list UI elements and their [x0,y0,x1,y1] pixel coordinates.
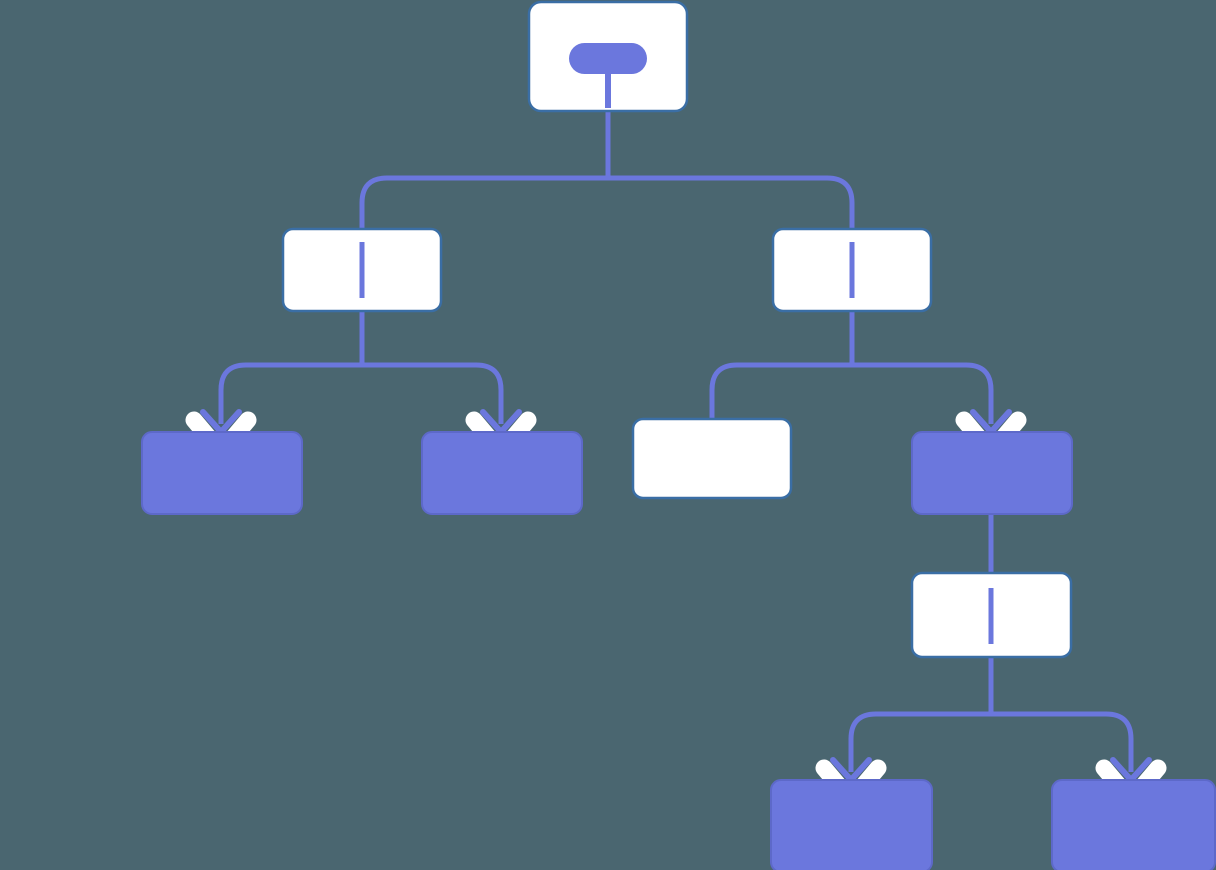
edge-left-bus-to-leaf1 [218,362,362,424]
edge-lower-bus-to-leaf5 [991,711,1134,772]
leaf-node-4[interactable] [770,779,933,870]
edge-lower-bus-to-leaf4 [848,711,991,772]
leaf-node-1[interactable] [141,431,303,515]
connector-layer [218,111,1134,772]
edge-bus-right-arm [608,175,855,229]
edge-bus-left-arm [359,175,608,229]
edge-right-bus-to-terminal [709,362,852,419]
edge-left-bus-to-leaf2 [362,362,504,424]
leaf-node-2[interactable] [421,431,583,515]
root-badge-group [569,43,647,108]
leaf-node-5[interactable] [1051,779,1216,870]
root-badge-pill[interactable] [569,43,647,74]
edge-right-bus-to-leaf3 [852,362,994,424]
leaf-node-3[interactable] [911,431,1073,515]
terminal-node[interactable] [631,417,793,500]
passthrough-overlay-layer [359,242,994,644]
purple-node-layer [141,431,1216,870]
